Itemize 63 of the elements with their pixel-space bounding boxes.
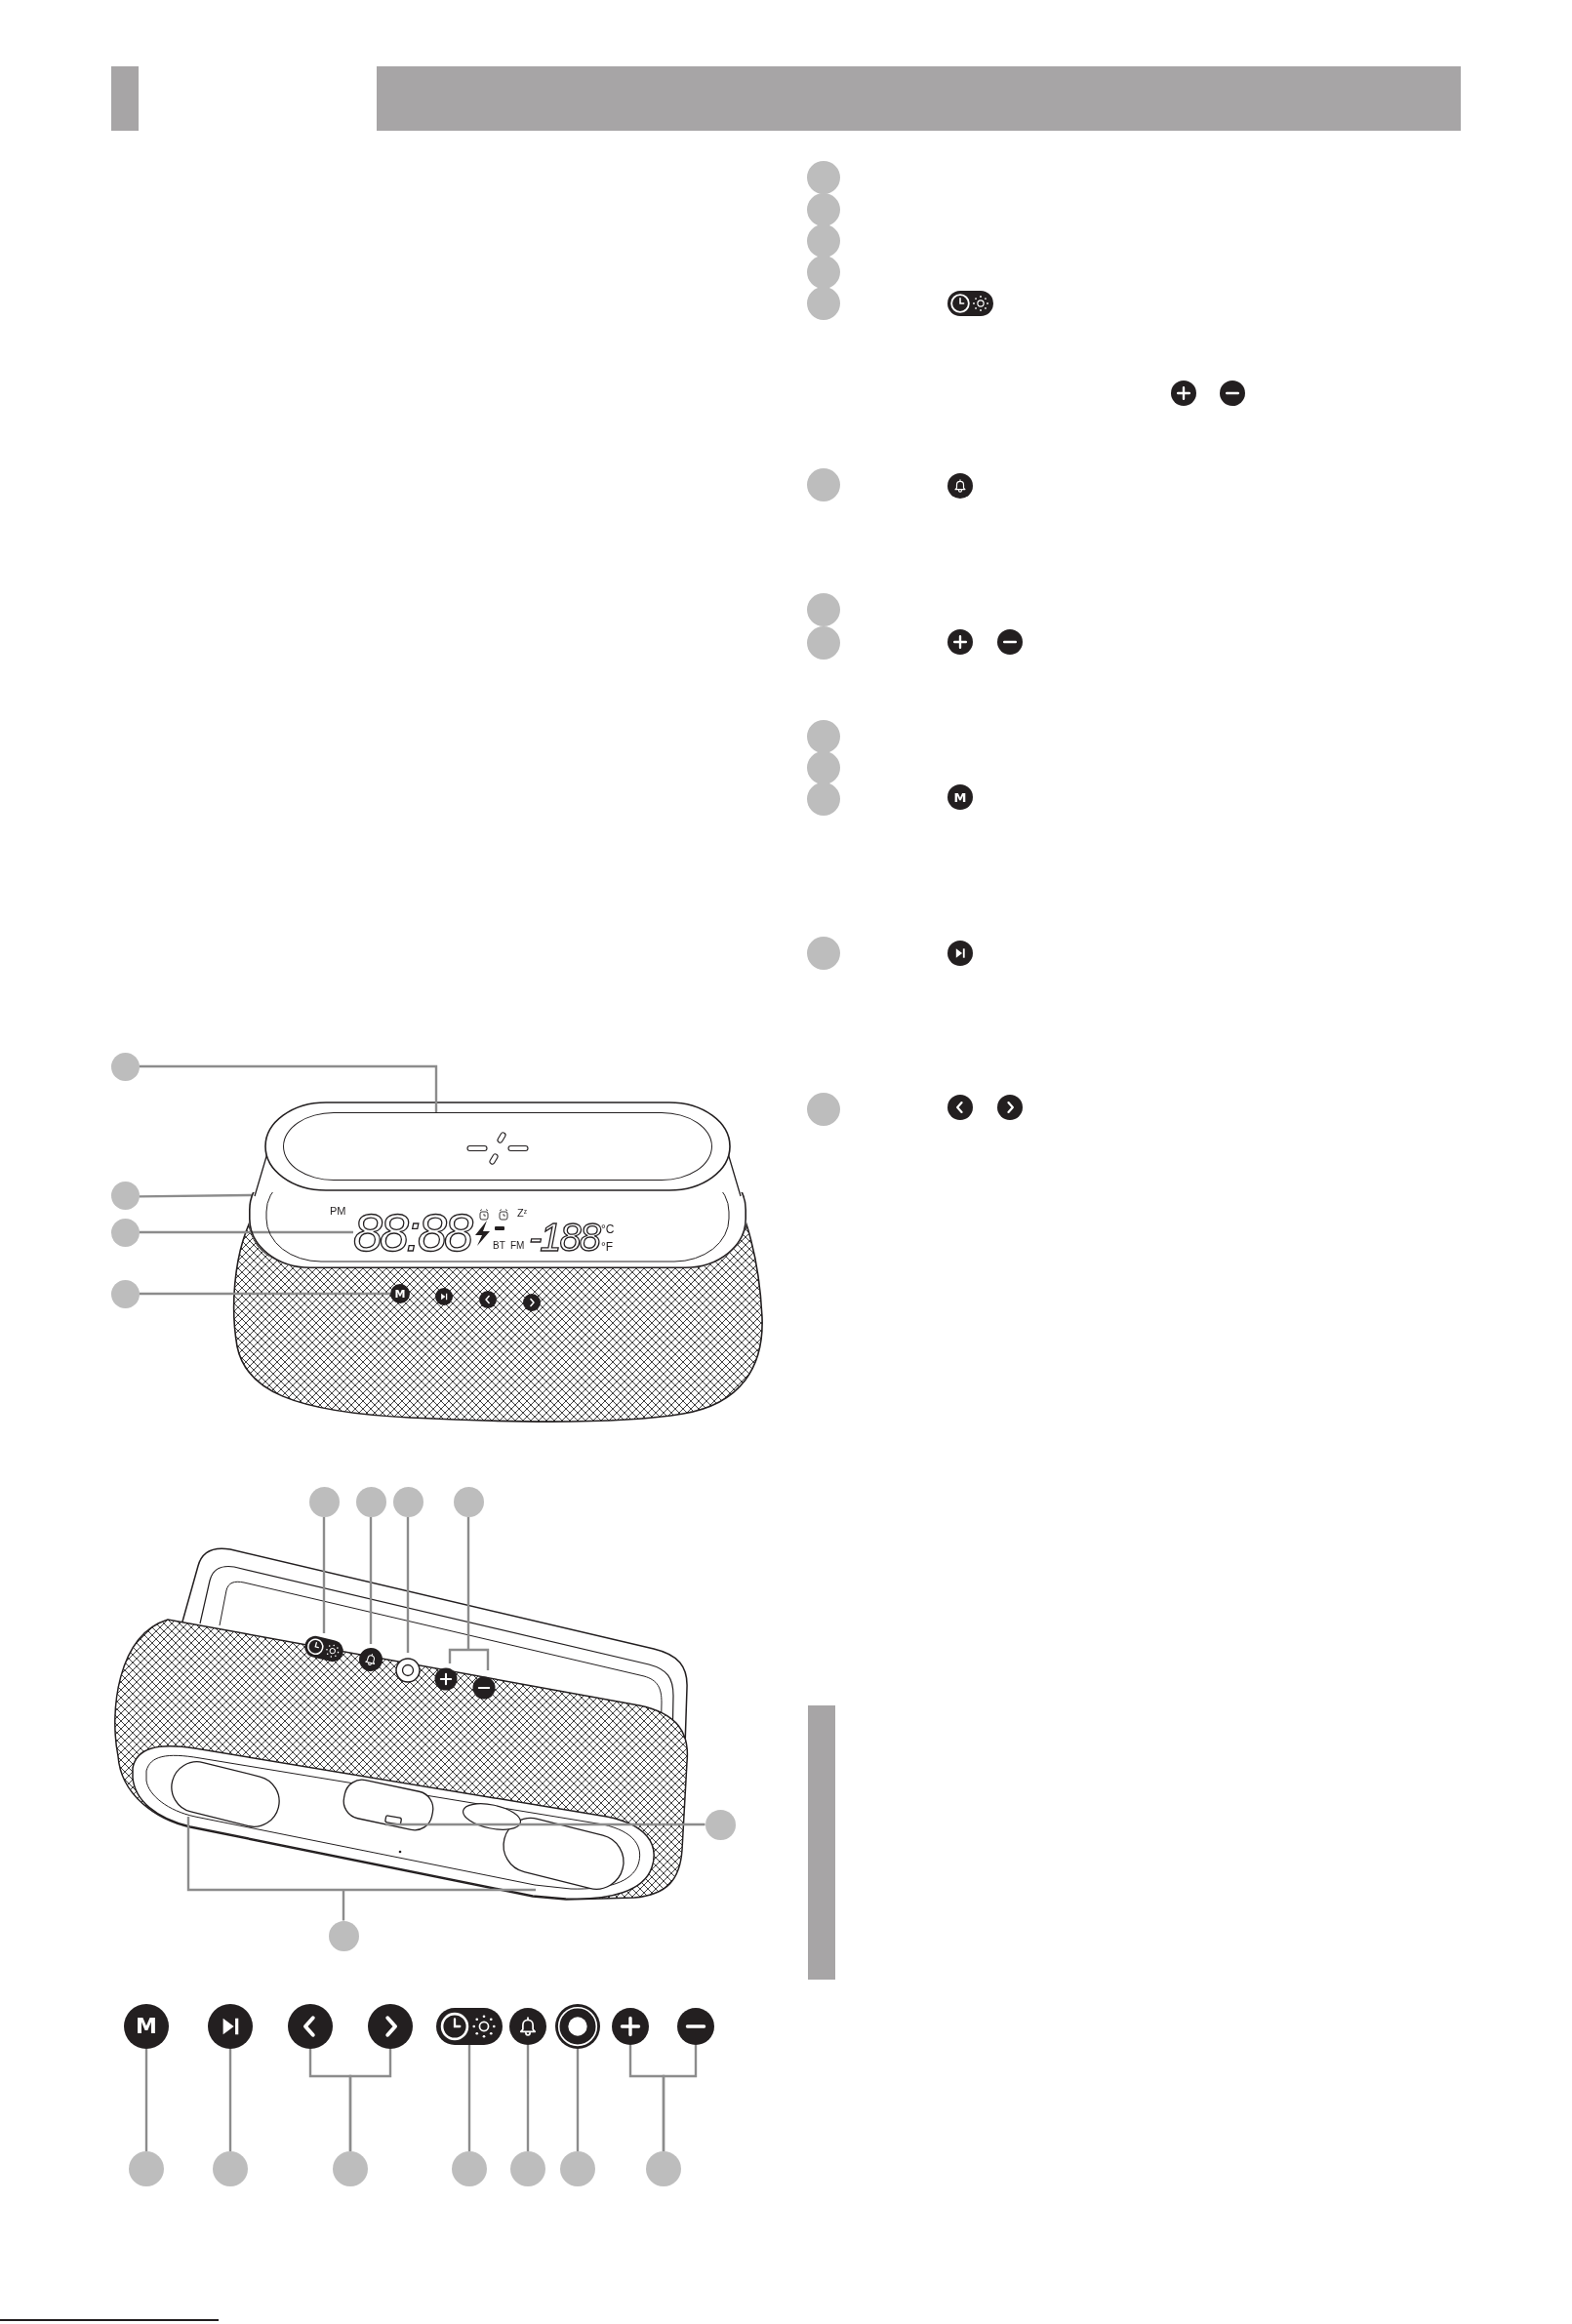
callout-circle [110, 1181, 140, 1210]
leader-line [467, 2045, 471, 2151]
chevron-left-icon [288, 2004, 333, 2049]
callout-circle [110, 1279, 140, 1308]
callout-circle [705, 1809, 736, 1840]
leader-line [139, 1193, 252, 1198]
temperature-unit: °F [601, 1241, 614, 1253]
leader-line [448, 1515, 490, 1672]
callout-circle [807, 720, 840, 753]
callout-circle [807, 626, 840, 660]
callout-circle [213, 2151, 248, 2186]
side-bar [808, 1705, 835, 1980]
display-digits: 88:88 [353, 1206, 471, 1259]
bell-icon [509, 2008, 546, 2045]
callout-circle [807, 937, 840, 970]
callout-circle [807, 193, 840, 226]
callout-circle [308, 1486, 340, 1517]
callout-circle [807, 782, 840, 816]
display-indicator: PM [330, 1206, 346, 1217]
callout-circle [807, 593, 840, 626]
leader-line [322, 1516, 326, 1633]
plus-icon [612, 2008, 649, 2045]
callout-circle [129, 2151, 164, 2186]
leader-line [228, 2049, 232, 2151]
leader-line [369, 1516, 373, 1644]
display-digits: -188 [529, 1218, 600, 1257]
leader-line [186, 1815, 538, 1922]
leader-line [144, 2049, 148, 2151]
callout-circle [560, 2151, 595, 2186]
leader-line [385, 1823, 705, 1826]
leader-line [526, 2045, 530, 2151]
callout-circle [110, 1052, 140, 1081]
callout-circle [453, 1486, 484, 1517]
callout-circle [510, 2151, 545, 2186]
leader-line [576, 2049, 580, 2151]
skip-forward-icon [208, 2004, 253, 2049]
callout-circle [807, 161, 840, 194]
chevron-right-icon [368, 2004, 413, 2049]
callout-circle [328, 1920, 359, 1951]
callout-circle [646, 2151, 681, 2186]
m-button: M [124, 2004, 169, 2049]
leader-line [406, 1516, 410, 1653]
minus-icon [677, 2008, 714, 2045]
display-indicator: FM [510, 1241, 525, 1251]
display-ring [249, 1192, 746, 1268]
callout-circle [110, 1218, 140, 1247]
callout-circle [807, 468, 840, 501]
m-button: M [947, 784, 973, 810]
leader-line [662, 2045, 698, 2151]
callout-circle [355, 1486, 386, 1517]
ring-dot-icon [555, 2004, 600, 2049]
callout-circle [452, 2151, 487, 2186]
callout-circle [807, 1093, 840, 1126]
sleep-indicator: Z$^{z}$ [517, 1208, 528, 1219]
callout-circle [392, 1486, 423, 1517]
temperature-unit: °C [601, 1223, 615, 1235]
callout-circle [807, 287, 840, 320]
callout-circle [333, 2151, 368, 2186]
leader-line [139, 1292, 390, 1296]
clock-sun-icon [436, 2008, 503, 2045]
leader-line [139, 1230, 353, 1234]
display-indicator: BT [493, 1241, 505, 1251]
leader-line [348, 2049, 392, 2151]
